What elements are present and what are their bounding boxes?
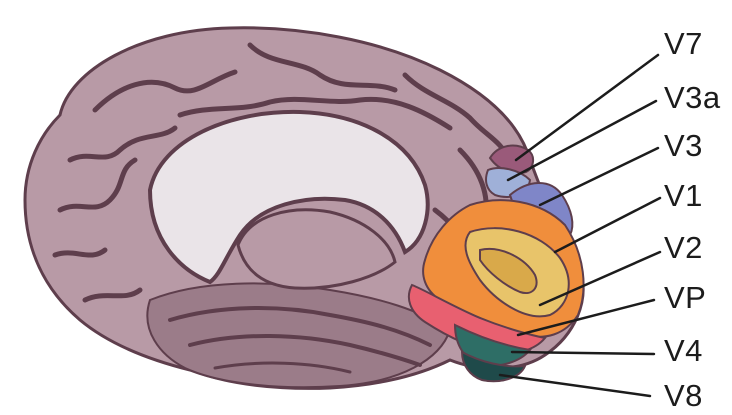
label-v1: V1 (664, 180, 703, 211)
label-v7: V7 (664, 28, 703, 59)
leader-v3a (508, 101, 656, 180)
label-v2: V2 (664, 232, 703, 263)
leader-v7 (516, 55, 658, 160)
leader-v8 (500, 375, 650, 396)
label-vp: VP (664, 282, 706, 313)
label-v8: V8 (664, 380, 703, 411)
leader-v3 (540, 148, 658, 205)
label-v3: V3 (664, 130, 703, 161)
label-v3a: V3a (664, 82, 721, 113)
label-v4: V4 (664, 335, 703, 366)
